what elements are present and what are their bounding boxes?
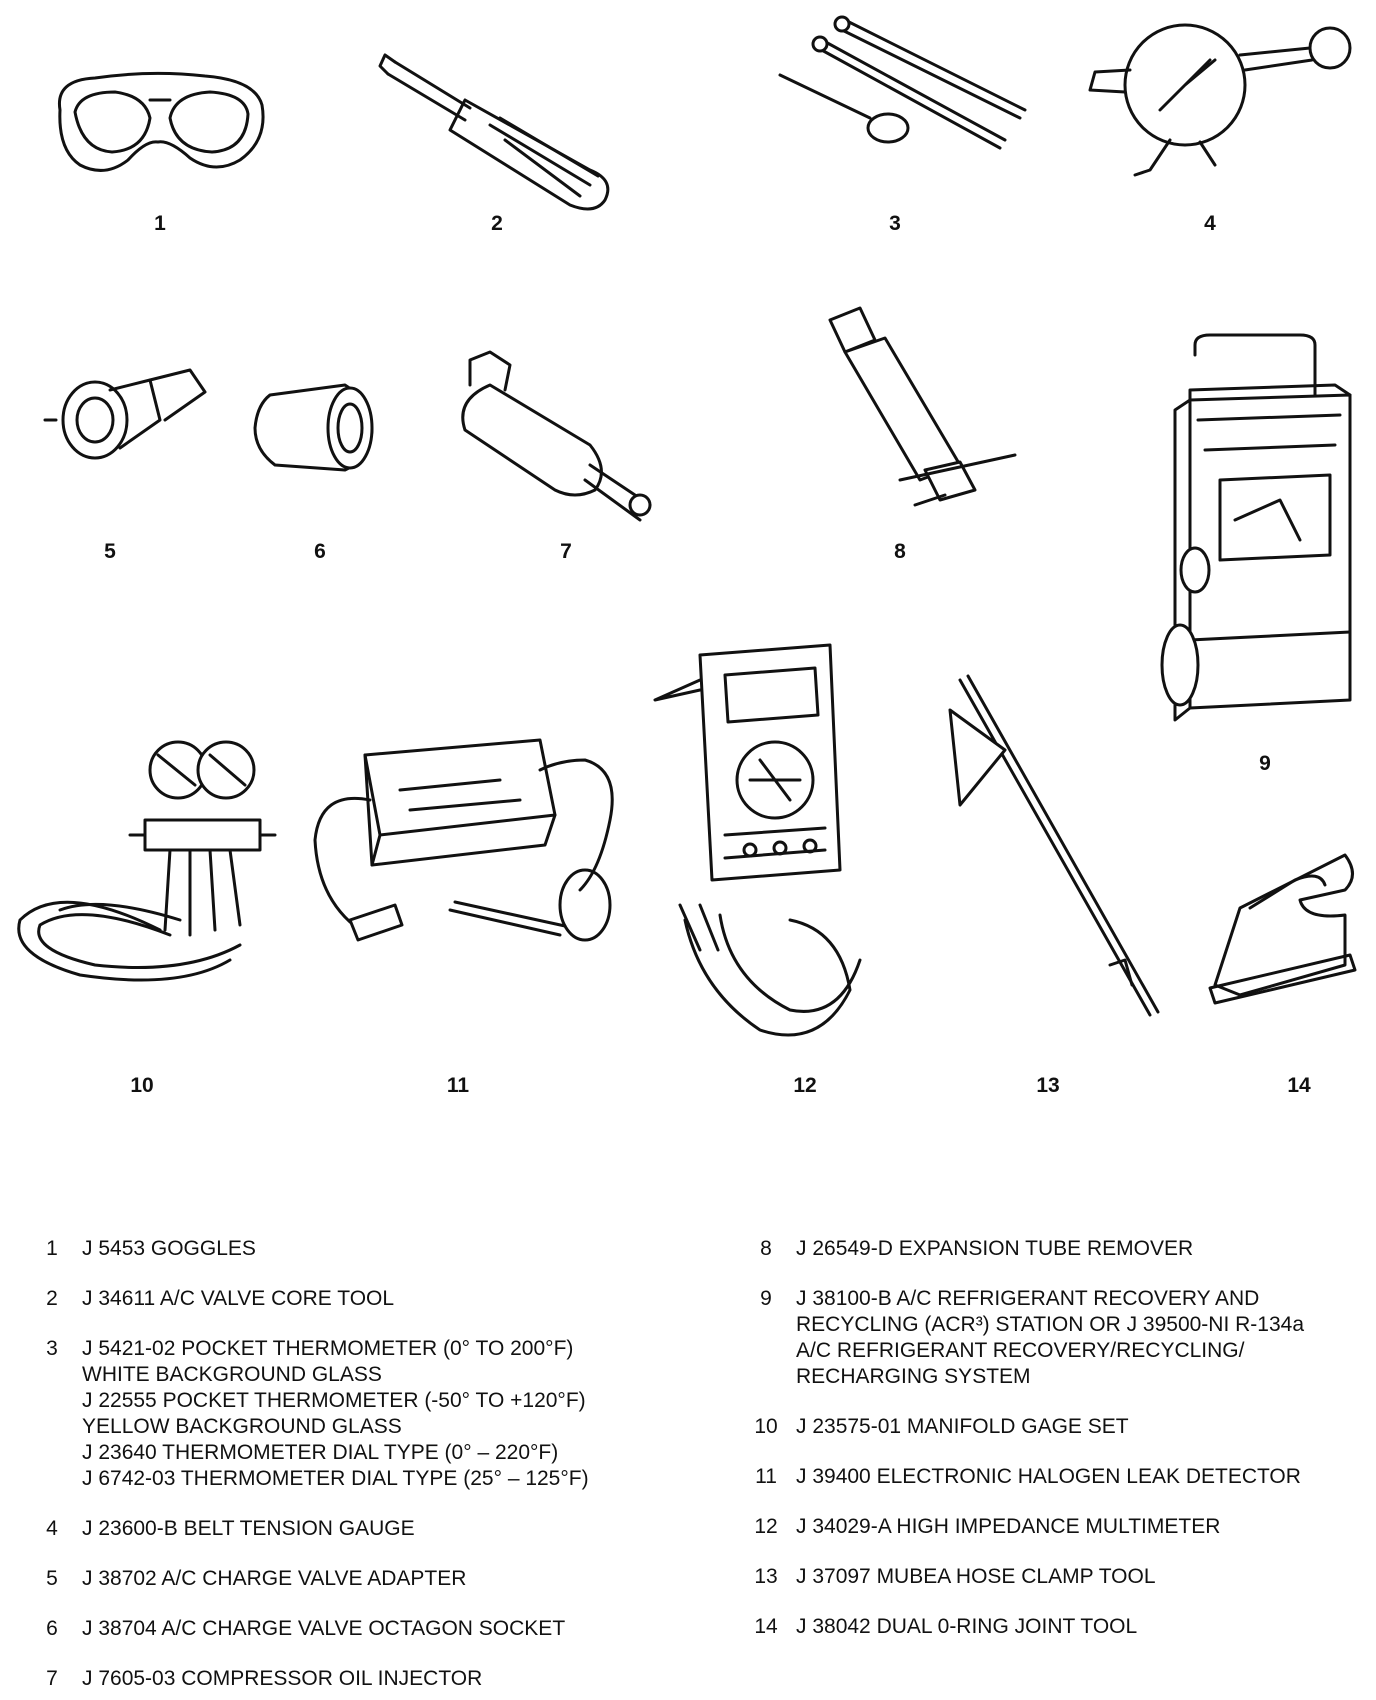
valve-core-tool-drawing: [378, 53, 610, 211]
legend-item-11: 11 J 39400 ELECTRONIC HALOGEN LEAK DETEC…: [736, 1464, 1366, 1490]
legend-number: 2: [46, 1287, 58, 1310]
legend-item-1: 1 J 5453 GOGGLES: [22, 1236, 702, 1262]
legend-text: J 26549-D EXPANSION TUBE REMOVER: [796, 1237, 1194, 1260]
expansion-tube-remover-drawing: [828, 306, 1017, 507]
multimeter-drawing: [653, 643, 862, 1037]
thermometers-drawing: [778, 15, 1027, 150]
legend-item-3: 3 J 5421-02 POCKET THERMOMETER (0° TO 20…: [22, 1336, 702, 1492]
legend-number: 13: [754, 1565, 778, 1588]
callout-5: 5: [104, 540, 116, 563]
legend-item-10: 10 J 23575-01 MANIFOLD GAGE SET: [736, 1414, 1366, 1440]
legend-text: J 34029-A HIGH IMPEDANCE MULTIMETER: [796, 1515, 1221, 1538]
callout-11: 11: [446, 1074, 470, 1097]
legend-number: 5: [46, 1567, 58, 1590]
octagon-socket-drawing: [253, 383, 374, 472]
legend-item-4: 4 J 23600-B BELT TENSION GAUGE: [22, 1516, 702, 1542]
legend-right-column: 8 J 26549-D EXPANSION TUBE REMOVER 9 J 3…: [736, 1236, 1366, 1640]
hose-clamp-tool-drawing: [948, 674, 1160, 1017]
leak-detector-drawing: [313, 738, 614, 942]
legend-text: J 23600-B BELT TENSION GAUGE: [82, 1517, 415, 1540]
legend-number: 11: [755, 1465, 777, 1488]
callout-3: 3: [889, 212, 901, 235]
goggles-drawing: [57, 71, 265, 172]
legend-number: 12: [754, 1515, 778, 1538]
legend-item-9: 9 J 38100-B A/C REFRIGERANT RECOVERY AND…: [736, 1286, 1366, 1390]
callout-6: 6: [314, 540, 326, 563]
legend-text: J 39400 ELECTRONIC HALOGEN LEAK DETECTOR: [796, 1465, 1301, 1488]
recovery-station-drawing: [1160, 333, 1352, 722]
legend-item-13: 13 J 37097 MUBEA HOSE CLAMP TOOL: [736, 1564, 1366, 1590]
legend-number: 10: [754, 1415, 778, 1438]
callout-14: 14: [1287, 1074, 1311, 1097]
legend-number: 3: [46, 1337, 58, 1360]
callout-13: 13: [1036, 1074, 1060, 1097]
legend-item-14: 14 J 38042 DUAL 0-RING JOINT TOOL: [736, 1614, 1366, 1640]
legend-text: J 5453 GOGGLES: [82, 1237, 256, 1260]
callout-4: 4: [1204, 212, 1216, 235]
legend-text: J 34611 A/C VALVE CORE TOOL: [82, 1287, 395, 1310]
legend-number: 4: [46, 1517, 58, 1540]
legend-number: 6: [46, 1617, 58, 1640]
legend-number: 14: [754, 1615, 778, 1638]
legend-text: J 7605-03 COMPRESSOR OIL INJECTOR: [82, 1667, 483, 1690]
callout-8: 8: [894, 540, 906, 563]
legend-item-2: 2 J 34611 A/C VALVE CORE TOOL: [22, 1286, 702, 1312]
callout-9: 9: [1259, 752, 1271, 775]
legend-text: J 5421-02 POCKET THERMOMETER (0° TO 200°…: [82, 1337, 574, 1360]
manifold-gage-set-drawing: [17, 740, 277, 982]
legend-text: J 37097 MUBEA HOSE CLAMP TOOL: [796, 1565, 1156, 1588]
oil-injector-drawing: [461, 350, 652, 522]
belt-tension-gauge-drawing: [1088, 23, 1352, 177]
legend-item-5: 5 J 38702 A/C CHARGE VALVE ADAPTER: [22, 1566, 702, 1592]
charge-valve-adapter-drawing: [43, 368, 207, 460]
legend-number: 9: [760, 1287, 772, 1310]
legend-number: 8: [760, 1237, 772, 1260]
legend-text: WHITE BACKGROUND GLASS: [82, 1363, 382, 1386]
callout-10: 10: [130, 1074, 154, 1097]
legend-text: RECHARGING SYSTEM: [796, 1365, 1031, 1388]
legend-left-column: 1 J 5453 GOGGLES 2 J 34611 A/C VALVE COR…: [22, 1236, 702, 1692]
legend-text: A/C REFRIGERANT RECOVERY/RECYCLING/: [796, 1339, 1245, 1362]
legend-item-6: 6 J 38704 A/C CHARGE VALVE OCTAGON SOCKE…: [22, 1616, 702, 1642]
legend-text: J 23575-01 MANIFOLD GAGE SET: [796, 1415, 1129, 1438]
legend-item-8: 8 J 26549-D EXPANSION TUBE REMOVER: [736, 1236, 1366, 1262]
legend-item-12: 12 J 34029-A HIGH IMPEDANCE MULTIMETER: [736, 1514, 1366, 1540]
legend-text: J 38702 A/C CHARGE VALVE ADAPTER: [82, 1567, 467, 1590]
legend-number: 1: [46, 1237, 58, 1260]
legend-text: YELLOW BACKGROUND GLASS: [82, 1415, 402, 1438]
legend-item-7: 7 J 7605-03 COMPRESSOR OIL INJECTOR: [22, 1666, 702, 1692]
callout-1: 1: [154, 212, 166, 235]
callout-12: 12: [793, 1074, 817, 1097]
legend-text: J 38042 DUAL 0-RING JOINT TOOL: [796, 1615, 1138, 1638]
tools-illustration: 1 2 3 4 5 6 7 8 9 10 11 12 13 14: [17, 15, 1357, 1097]
callout-7: 7: [560, 540, 572, 563]
o-ring-joint-tool-drawing: [1208, 853, 1357, 1005]
legend-text: J 22555 POCKET THERMOMETER (-50° TO +120…: [82, 1389, 586, 1412]
tools-drawing: [17, 15, 1357, 1037]
legend-text: J 38704 A/C CHARGE VALVE OCTAGON SOCKET: [82, 1617, 566, 1640]
callout-2: 2: [491, 212, 503, 235]
legend-number: 7: [46, 1667, 58, 1690]
legend-text: J 23640 THERMOMETER DIAL TYPE (0° – 220°…: [82, 1441, 559, 1464]
legend-text: RECYCLING (ACR³) STATION OR J 39500-NI R…: [796, 1313, 1304, 1336]
legend-text: J 6742-03 THERMOMETER DIAL TYPE (25° – 1…: [82, 1467, 589, 1490]
legend-text: J 38100-B A/C REFRIGERANT RECOVERY AND: [796, 1287, 1260, 1310]
